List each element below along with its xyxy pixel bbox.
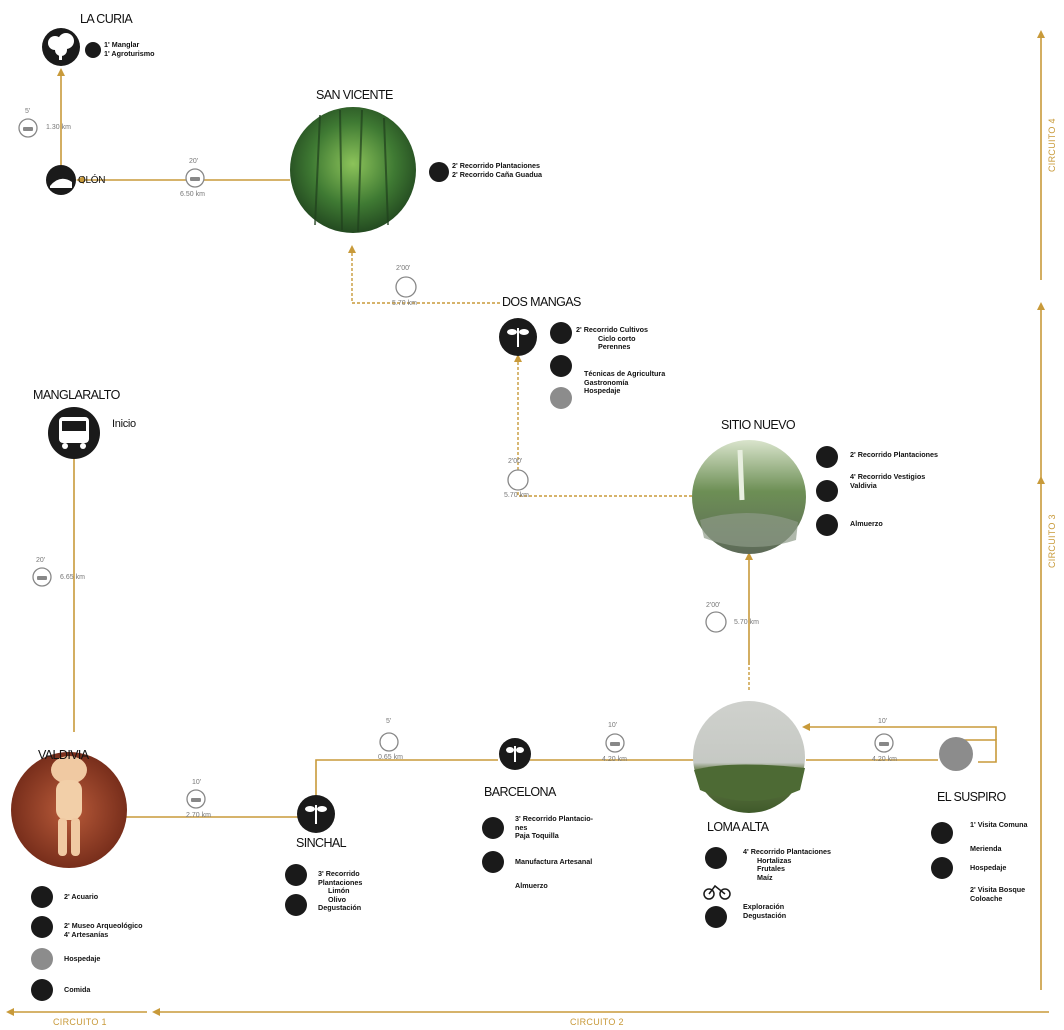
- start-label: Inicio: [112, 418, 136, 430]
- grey-activity-icons: [31, 387, 973, 970]
- seg-curia-olon-dist: 1.30 km: [46, 124, 71, 131]
- seg-sinchal-barcelona-time: 5': [386, 718, 392, 725]
- dashed-route-lines: [351, 250, 750, 690]
- photo-valdivia: [11, 752, 127, 868]
- seg-lomaalta-suspiro-time: 10': [878, 718, 888, 725]
- seg-lomaalta-suspiro-dist: 4.20 km: [872, 756, 897, 763]
- stop-name-sitio-nuevo: SITIO NUEVO: [721, 418, 796, 432]
- sitio-nuevo-activities-1: 2' Recorrido Plantaciones: [850, 450, 938, 459]
- stop-name-manglaralto: MANGLARALTO: [33, 388, 120, 402]
- stop-name-sinchal: SINCHAL: [296, 836, 347, 850]
- circuit-4-label: CIRCUITO 4: [1047, 118, 1057, 172]
- circuit-3-label: CIRCUITO 3: [1047, 514, 1057, 568]
- photo-san-vicente: [290, 107, 416, 233]
- barcelona-activities-3: Almuerzo: [515, 881, 548, 890]
- el-suspiro-activity-1: 1' Visita Comuna: [970, 820, 1028, 829]
- valdivia-activity-4: Comida: [64, 985, 91, 994]
- sitio-nuevo-activities-3: Almuerzo: [850, 519, 883, 528]
- seg-dosmangas-sitionuevo-time: 2'00': [508, 458, 523, 465]
- valdivia-activity-1: 2' Acuario: [64, 892, 99, 901]
- tree-icon: [48, 33, 74, 60]
- stop-name-barcelona: BARCELONA: [484, 785, 556, 799]
- bus-icon: [59, 417, 89, 449]
- seg-curia-olon-time: 5': [25, 108, 31, 115]
- stop-name-san-vicente: SAN VICENTE: [316, 88, 393, 102]
- seg-olon-sanvicente-time: 20': [189, 158, 199, 165]
- stop-icons: [42, 28, 537, 833]
- el-suspiro-activity-3: Hospedaje: [970, 863, 1007, 872]
- loma-alta-activities-2: Exploración Degustación: [743, 902, 787, 920]
- arrowheads: [6, 30, 1045, 1016]
- la-curia-activities: 1' Manglar 1' Agroturismo: [104, 40, 155, 58]
- bicycle-icon: [703, 884, 731, 900]
- hand-icon: [50, 178, 72, 188]
- el-suspiro-activity-4: 2' Visita Bosque Coloache: [970, 885, 1026, 903]
- photo-sitio-nuevo: [692, 440, 806, 554]
- stop-name-olon: OLÓN: [78, 175, 106, 186]
- stop-name-loma-alta: LOMA ALTA: [707, 820, 769, 834]
- barcelona-activities-2: Manufactura Artesanal: [515, 857, 593, 866]
- seg-sanvicente-dosmangas-time: 2'00': [396, 265, 411, 272]
- circuit-2-label: CIRCUITO 2: [570, 1017, 624, 1027]
- sinchal-activities: 3' Recorrido Plantaciones Limón Olivo De…: [318, 869, 363, 912]
- plant-icon: [305, 328, 529, 824]
- car-icons: [23, 127, 889, 802]
- seg-olon-sanvicente-dist: 6.50 km: [180, 191, 205, 198]
- san-vicente-activities: 2' Recorrido Plantaciones 2' Recorrido C…: [452, 161, 542, 179]
- stop-name-el-suspiro: EL SUSPIRO: [937, 790, 1006, 804]
- activity-icons: [31, 42, 953, 1001]
- seg-barcelona-lomaalta-time: 10': [608, 722, 618, 729]
- route-lines: [9, 35, 1049, 1013]
- seg-sinchal-barcelona-dist: 0.65 km: [378, 754, 403, 761]
- circuit-1-label: CIRCUITO 1: [53, 1017, 107, 1027]
- barcelona-activities-1: 3' Recorrido Plantacio- nes Paja Toquill…: [515, 814, 593, 840]
- dos-mangas-activities-2: Técnicas de Agricultura Gastronomía Hosp…: [584, 369, 666, 395]
- seg-valdivia-sinchal-time: 10': [192, 779, 202, 786]
- valdivia-activity-3: Hospedaje: [64, 954, 101, 963]
- stop-name-valdivia: VALDIVIA: [38, 748, 89, 762]
- seg-sitionuevo-lomaalta-time: 2'00': [706, 602, 721, 609]
- sitio-nuevo-activities-2: 4' Recorrido Vestigios Valdivia: [850, 472, 926, 490]
- seg-valdivia-sinchal-dist: 2.70 km: [186, 812, 211, 819]
- seg-dosmangas-sitionuevo-dist: 5.70 km: [504, 492, 529, 499]
- seg-sitionuevo-lomaalta-dist: 5.70 km: [734, 619, 759, 626]
- dos-mangas-activities-1: 2' Recorrido Cultivos Ciclo corto Perenn…: [576, 325, 649, 351]
- seg-manglaralto-valdivia-dist: 6.65 km: [60, 574, 85, 581]
- seg-barcelona-lomaalta-dist: 4.20 km: [602, 756, 627, 763]
- seg-sanvicente-dosmangas-dist: 5.70 km: [392, 300, 417, 307]
- el-suspiro-activity-2: Merienda: [970, 844, 1002, 853]
- stop-name-la-curia: LA CURIA: [80, 12, 133, 26]
- loma-alta-activities-1: 4' Recorrido Plantaciones Hortalizas Fru…: [743, 847, 831, 882]
- stop-name-dos-mangas: DOS MANGAS: [502, 295, 581, 309]
- seg-manglaralto-valdivia-time: 20': [36, 557, 46, 564]
- valdivia-activity-2: 2' Museo Arqueológico 4' Artesanías: [64, 921, 143, 939]
- photo-loma-alta: [693, 701, 805, 813]
